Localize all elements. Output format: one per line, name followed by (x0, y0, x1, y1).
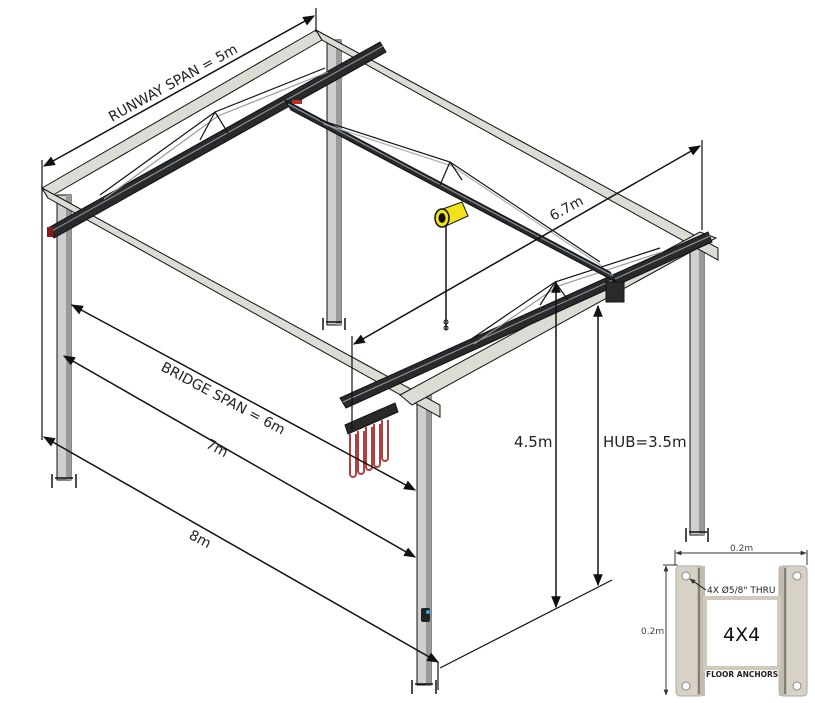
floor-anchor-inset: 0.2m 0.2m 4X Ø5/8" THRU 4X4 FLOOR ANCHOR… (641, 544, 808, 697)
inset-title: FLOOR ANCHORS (706, 670, 778, 679)
length-8m-dim (42, 436, 440, 663)
bridge-span-label: BRIDGE SPAN = 6m (158, 359, 287, 438)
height-hub-label: HUB=3.5m (603, 433, 687, 451)
runway-tubes (40, 28, 719, 418)
inset-size-label: 4X4 (723, 624, 760, 646)
hoist (434, 201, 469, 331)
hole-note: 4X Ø5/8" THRU (707, 585, 775, 596)
inset-height-label: 0.2m (641, 627, 664, 637)
inset-width-label: 0.2m (730, 544, 753, 554)
width-6-7m-label: 6.7m (547, 193, 586, 224)
runway-span-dim (42, 15, 316, 167)
dimensions: RUNWAY SPAN = 5m 6.7m BRIDGE SPAN = 6m 7… (41, 8, 703, 690)
post-right (685, 244, 709, 542)
height-4-5m-label: 4.5m (514, 433, 552, 451)
length-7m-label: 7m (203, 436, 230, 461)
length-7m-dim (62, 355, 417, 558)
